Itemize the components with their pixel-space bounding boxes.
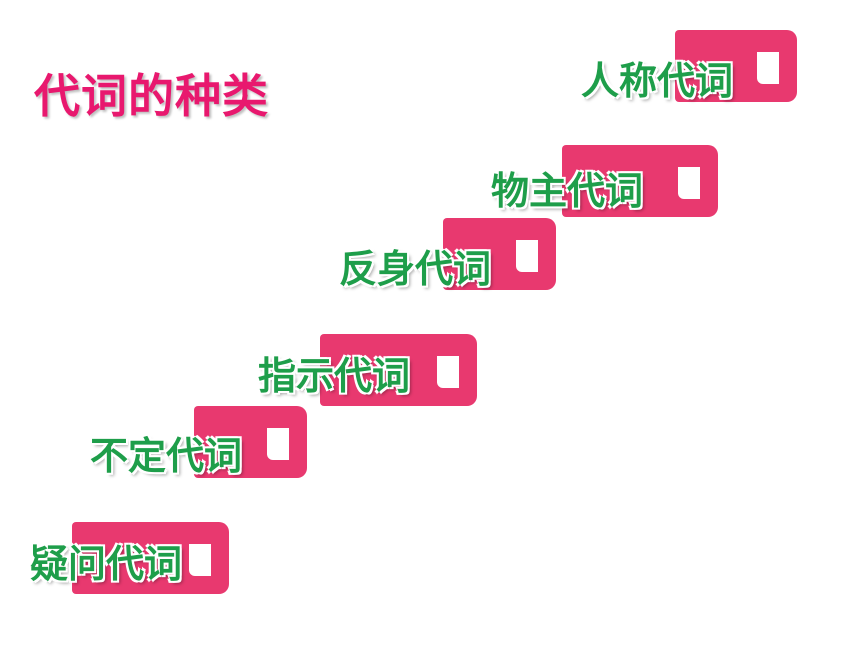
- step-label: 反身代词: [339, 247, 492, 291]
- step-label: 不定代词: [90, 434, 243, 478]
- step-label: 指示代词: [258, 354, 411, 398]
- step-label: 人称代词: [581, 59, 734, 103]
- step-label: 疑问代词: [30, 542, 183, 586]
- step-label: 物主代词: [491, 169, 644, 213]
- page-title: 代词的种类: [34, 69, 269, 123]
